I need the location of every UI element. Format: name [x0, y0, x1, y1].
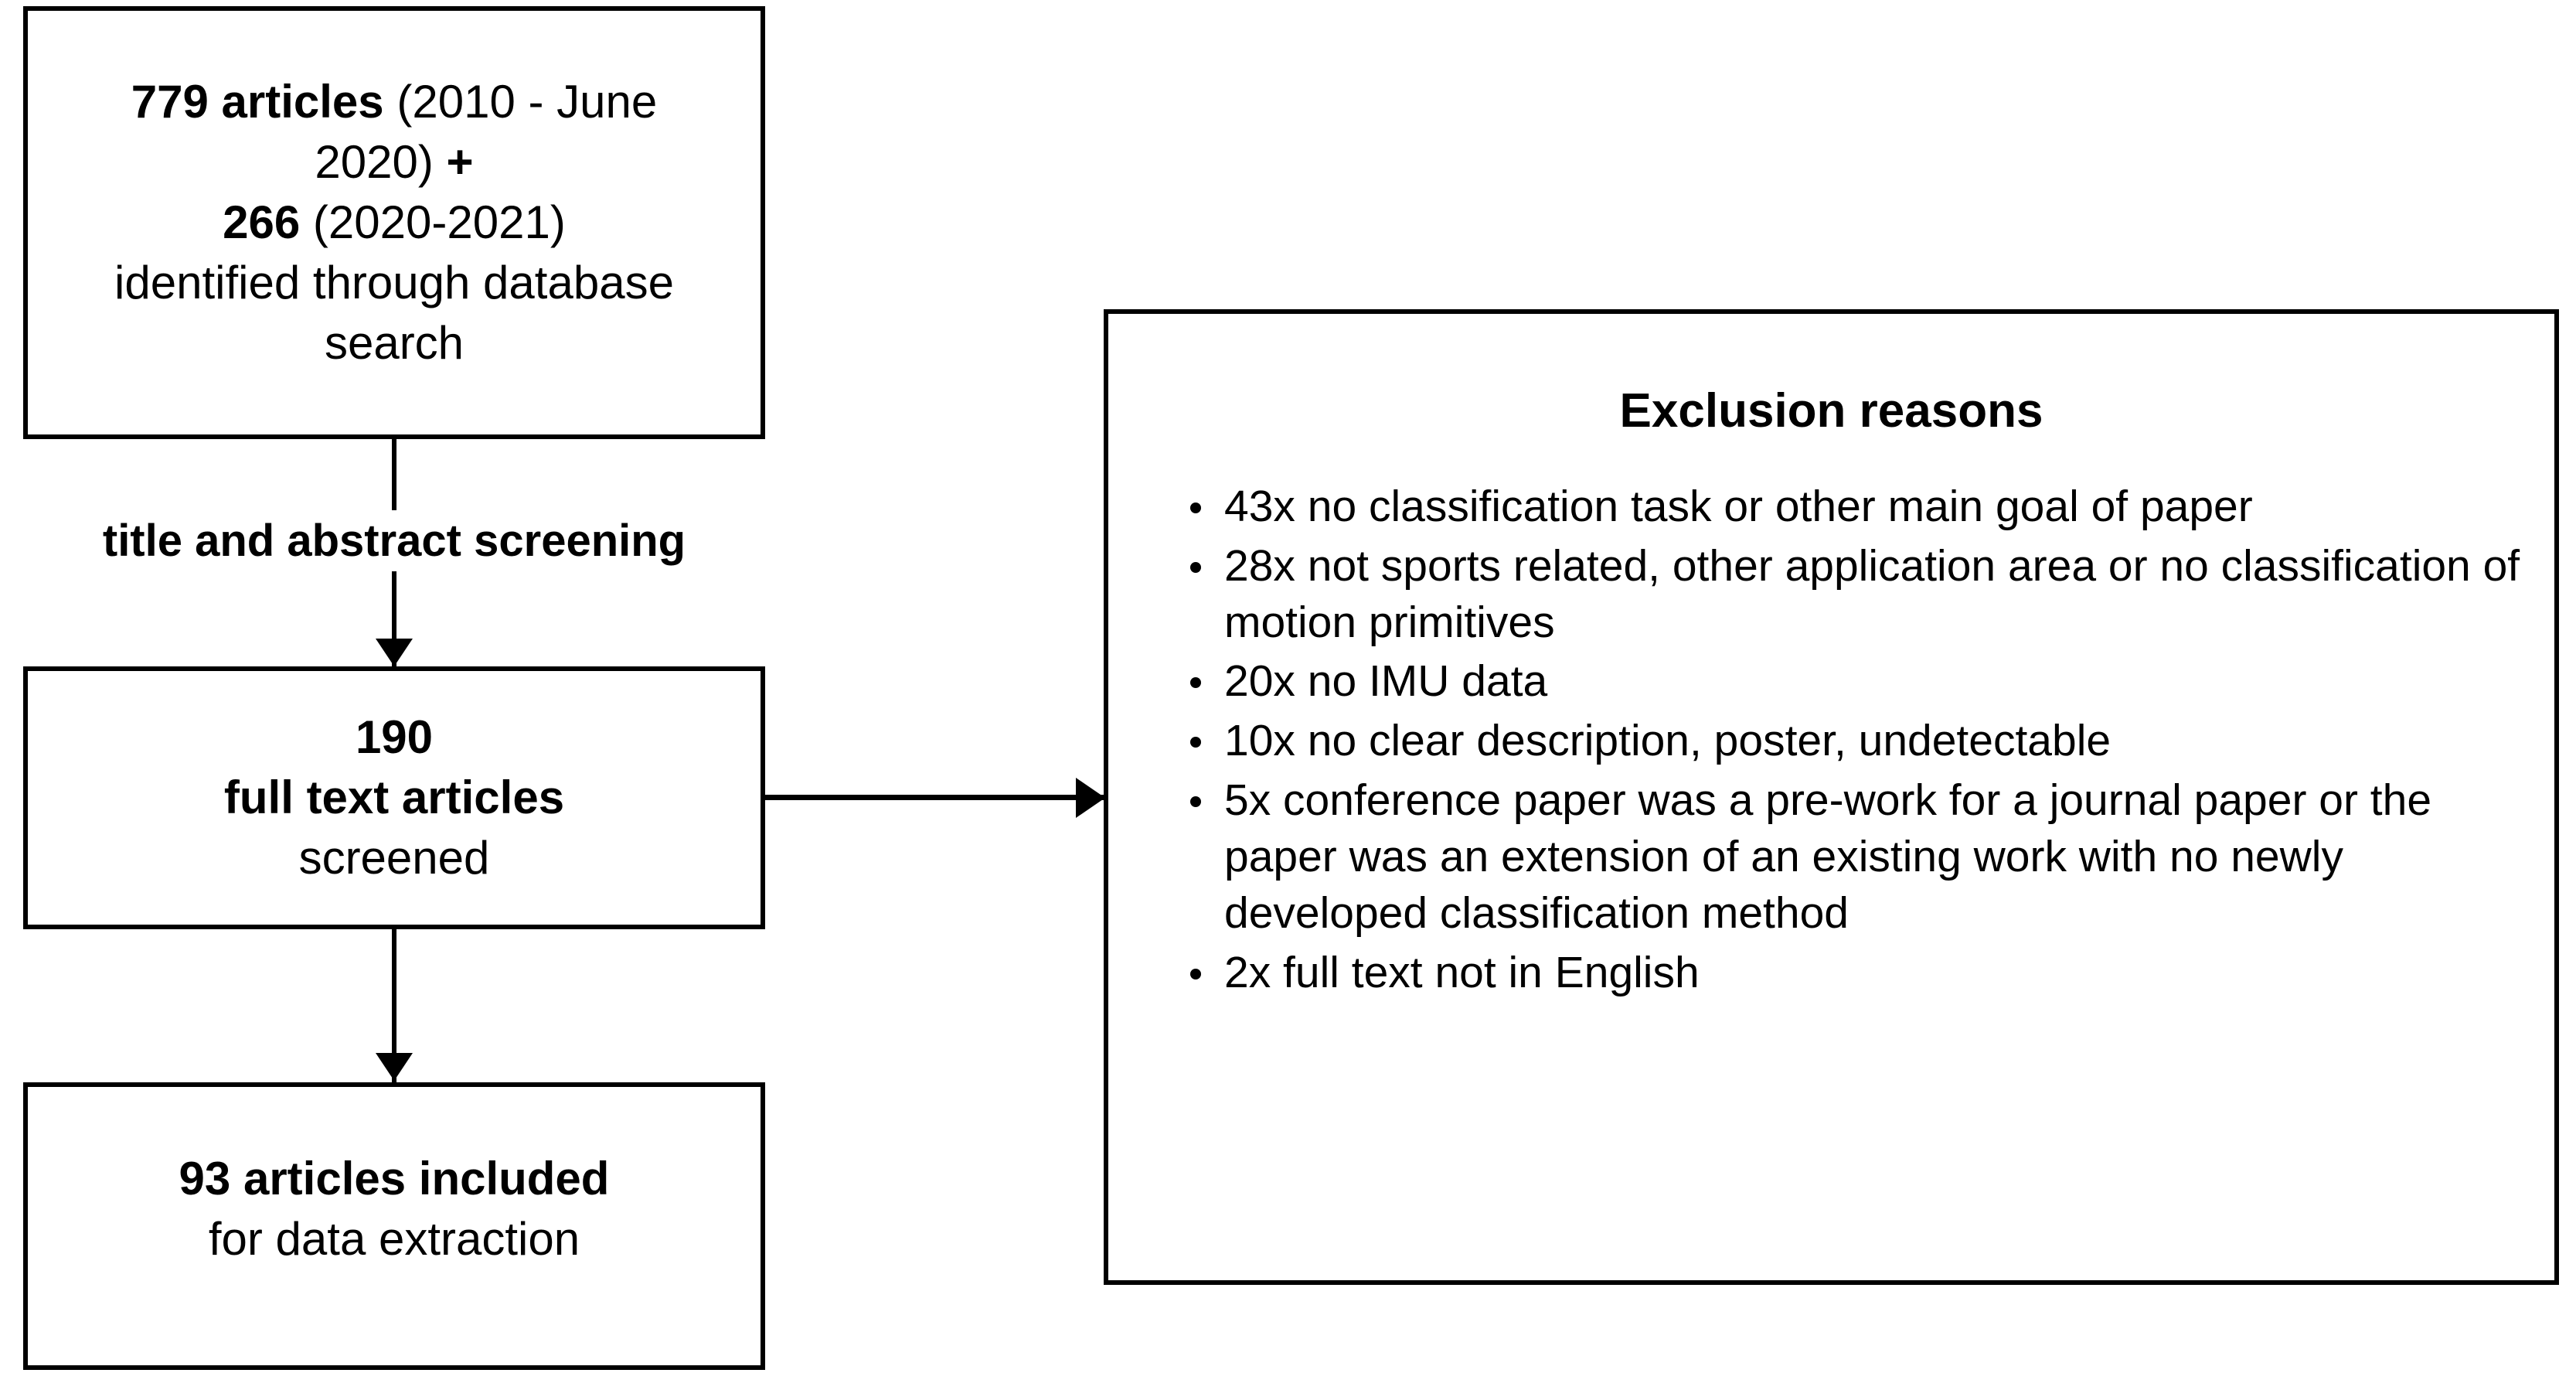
- screened-count: 190: [355, 711, 434, 763]
- identification-line-3: 266 (2020-2021): [202, 192, 586, 253]
- arrow-right-icon: [1076, 778, 1105, 818]
- list-item: 10x no clear description, poster, undete…: [1189, 713, 2523, 769]
- identification-line-1: 779 articles (2010 - June: [111, 72, 678, 132]
- exclusion-reasons-list: 43x no classification task or other main…: [1108, 479, 2554, 1005]
- connector-screened-to-included-line: [392, 929, 396, 1082]
- list-item: 20x no IMU data: [1189, 653, 2523, 710]
- connector-screened-to-exclusion-line: [765, 795, 1133, 800]
- list-item: 5x conference paper was a pre-work for a…: [1189, 772, 2523, 942]
- identification-range-2: (2020-2021): [300, 196, 566, 248]
- identification-box: 779 articles (2010 - June 2020) + 266 (2…: [23, 6, 765, 439]
- included-box: 93 articles included for data extraction: [23, 1082, 765, 1370]
- exclusion-reasons-box: Exclusion reasons 43x no classification …: [1104, 309, 2559, 1285]
- identification-count-779: 779 articles: [131, 76, 384, 128]
- exclusion-reasons-title: Exclusion reasons: [1619, 384, 2043, 438]
- identification-range-1-end: 2020): [315, 136, 447, 188]
- included-headline: 93 articles included: [179, 1153, 610, 1204]
- list-item: 28x not sports related, other applicatio…: [1189, 538, 2523, 651]
- arrow-down-icon: [376, 639, 413, 666]
- identification-range-1: (2010 - June: [383, 76, 658, 128]
- identification-plus-sign: +: [446, 136, 474, 188]
- screened-status: screened: [298, 832, 490, 884]
- list-item: 2x full text not in English: [1189, 945, 2523, 1001]
- identification-count-266: 266: [223, 196, 301, 248]
- screened-box: 190 full text articles screened: [23, 666, 765, 929]
- arrow-down-icon: [376, 1053, 413, 1081]
- identification-line-2: 2020) +: [294, 132, 493, 192]
- identification-line-4: identified through database: [114, 257, 674, 308]
- included-subline: for data extraction: [208, 1213, 580, 1265]
- screened-label: full text articles: [223, 772, 565, 823]
- identification-line-5: search: [324, 317, 464, 369]
- screening-step-label: title and abstract screening: [23, 510, 765, 571]
- list-item: 43x no classification task or other main…: [1189, 479, 2523, 535]
